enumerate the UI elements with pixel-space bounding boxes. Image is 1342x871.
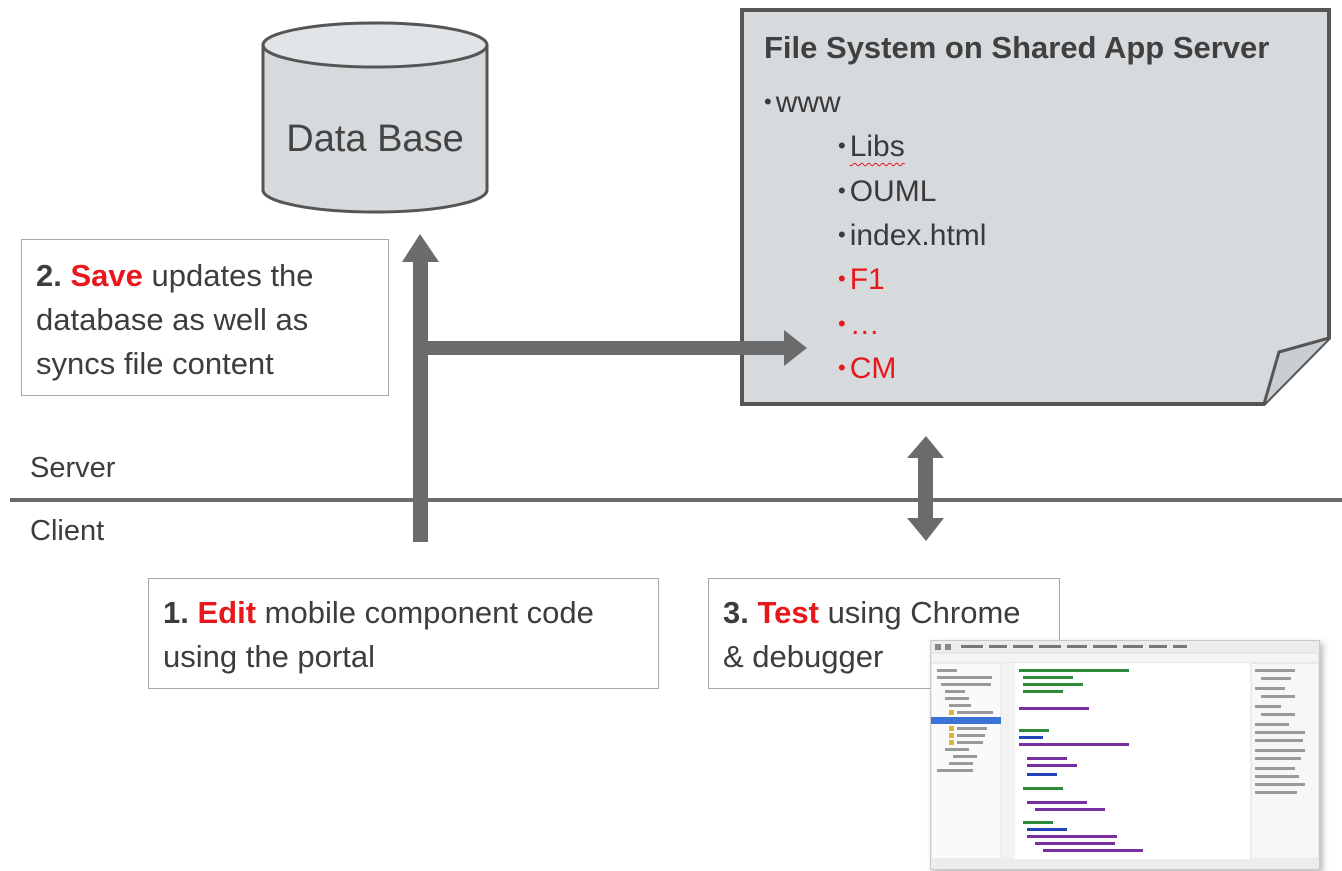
file-item-libs: •Libs [838,130,905,163]
file-system-note [740,8,1331,406]
file-item-ouml: •OUML [838,175,937,208]
edit-step-number: 1. [163,595,189,630]
test-step-line1: using Chrome [827,595,1021,630]
save-step-line2: database as well as [36,302,309,337]
edit-step-box: 1. Edit mobile component code using the … [148,578,659,689]
file-system-title: File System on Shared App Server [764,30,1270,65]
test-step-keyword: Test [757,595,819,630]
save-step-keyword: Save [70,258,143,293]
save-step-line3: syncs file content [36,346,274,381]
edit-step-keyword: Edit [197,595,257,630]
database-label: Data Base [286,118,464,160]
test-step-number: 3. [723,595,749,630]
save-step-number: 2. [36,258,62,293]
file-item-f1: •F1 [838,263,885,296]
client-zone-label: Client [30,515,105,547]
devtools-thumbnail-icon [931,641,1319,869]
filesystem-client-double-arrow [907,436,944,541]
save-step-line1: updates the [151,258,314,293]
file-item-cm: •CM [838,352,897,385]
edit-step-line1: mobile component code [264,595,594,630]
edit-to-database-arrow [402,234,439,542]
chrome-debugger-screenshot [930,640,1320,870]
file-system-root: •www [764,86,841,119]
save-step-box: 2. Save updates the database as well as … [21,239,389,396]
file-item-index: •index.html [838,219,987,252]
database-cylinder [261,21,489,214]
file-item-ellipsis: •… [838,308,880,341]
sync-to-filesystem-arrow [428,330,807,366]
server-zone-label: Server [30,452,116,484]
edit-step-line2: using the portal [163,639,375,674]
test-step-line2: & debugger [723,639,884,674]
